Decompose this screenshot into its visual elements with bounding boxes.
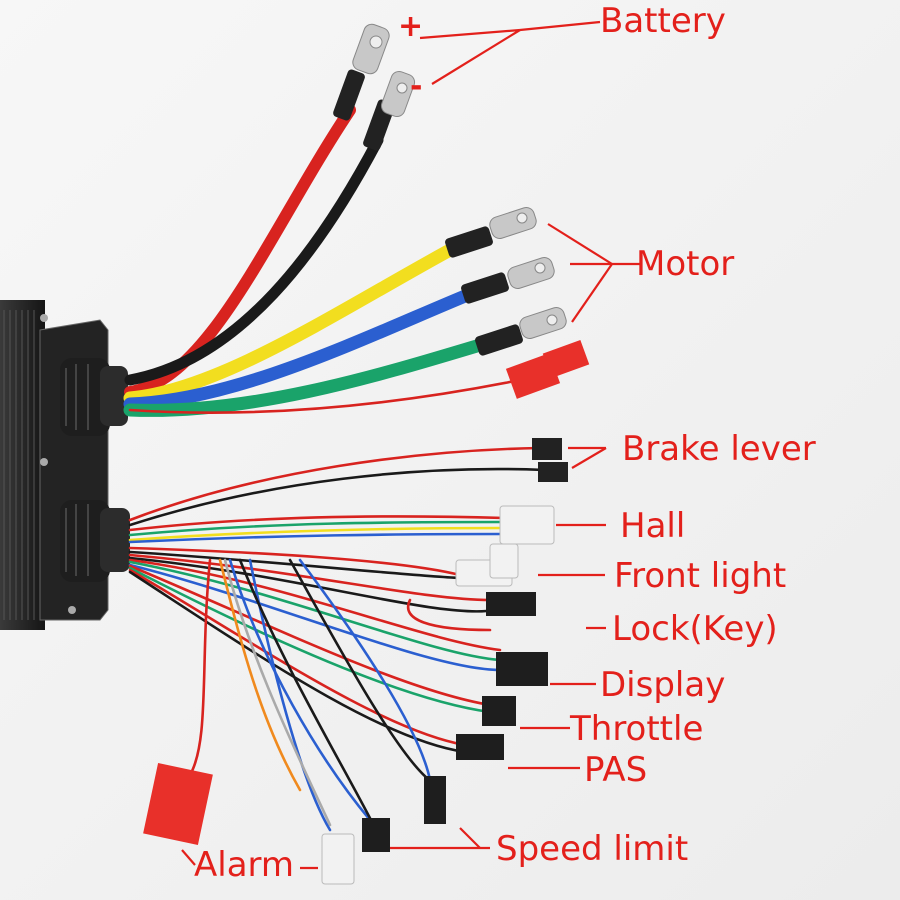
battery-positive-wire [124, 104, 356, 398]
connector-lock [486, 592, 536, 616]
annotation-lines [181, 20, 640, 870]
connector-hall [499, 505, 555, 545]
label-throttle: Throttle [569, 709, 703, 749]
connector-pas [456, 734, 504, 760]
cable-gland-top [60, 358, 128, 436]
motor-yellow-wire [123, 243, 457, 405]
connector-red-power [505, 339, 590, 399]
connector-alarm [143, 762, 355, 885]
label-display: Display [600, 665, 725, 705]
label-motor: Motor [636, 244, 734, 284]
battery-minus-sign: - [410, 69, 422, 104]
signal-wires [128, 378, 547, 832]
controller-body [0, 300, 130, 630]
power-wires [123, 104, 487, 417]
connector-front-light [455, 543, 519, 587]
battery-plus-sign: + [398, 9, 423, 44]
connector-display [496, 652, 548, 686]
battery-negative-wire [124, 134, 384, 386]
label-lock-key: Lock(Key) [612, 609, 778, 649]
label-front-light: Front light [614, 556, 786, 596]
connector-speed-limit [362, 776, 446, 852]
label-speed-limit: Speed limit [496, 829, 688, 869]
connector-throttle [482, 696, 516, 726]
label-battery: Battery [600, 1, 726, 41]
motor-blue-wire [123, 287, 477, 411]
label-pas: PAS [584, 750, 647, 790]
label-alarm: Alarm [194, 845, 294, 885]
battery-terminals [333, 23, 416, 151]
label-brake-lever: Brake lever [622, 429, 816, 469]
connector-brake [532, 438, 568, 482]
motor-terminals [445, 207, 567, 356]
cable-gland-bottom [60, 500, 130, 582]
label-hall: Hall [620, 506, 685, 546]
motor-green-wire [123, 338, 487, 417]
